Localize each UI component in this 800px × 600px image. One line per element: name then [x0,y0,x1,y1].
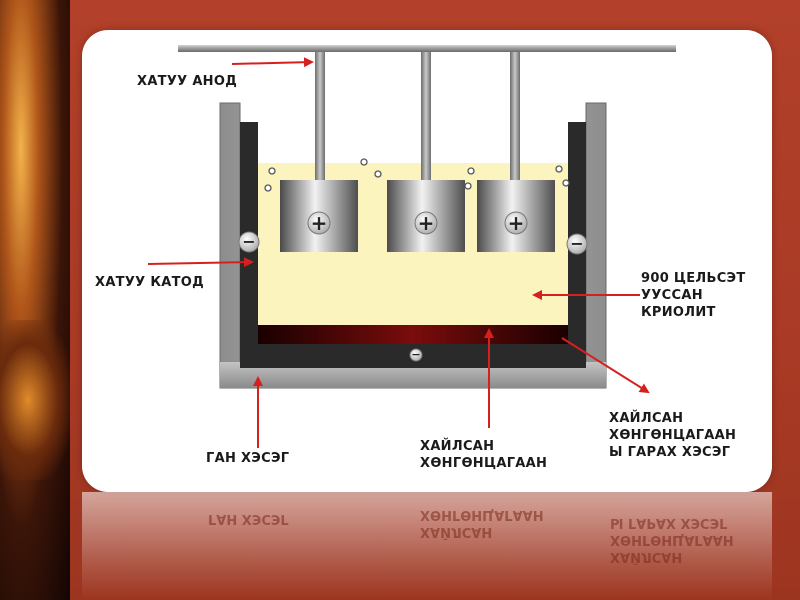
molten-aluminum-layer [258,325,568,344]
anode-bus-bar [178,45,676,52]
plus-sign-icon [504,211,528,235]
arrow-outlet [561,337,650,394]
anode-plus-1: + [310,211,328,235]
cathode-minus-right: − [570,234,584,253]
decorative-background-strip [0,0,70,600]
label-molten-aluminum: ХАЙЛСАН ХӨНГӨНЦАГААН [420,439,548,471]
card-reflection: ГАН ХЭСЭГ ХАЙЛСАН ХӨНГӨНЦАГААН ХАЙЛСАН Х… [82,492,772,600]
anode-rod-2 [421,52,431,180]
label-solid-cathode: ХАТУУ КАТОД [95,275,205,290]
anode-plus-3: + [507,211,525,235]
glow-decoration [0,320,70,480]
minus-sign-icon [409,348,423,362]
anode-rod-1 [315,52,325,180]
arrow-anode [231,57,314,68]
label-steel-part: ГАН ХЭСЭГ [206,451,290,466]
minus-sign-icon [238,231,260,253]
label-aluminum-outlet: ХАЙЛСАН ХӨНГӨНЦАГААН Ы ГАРАХ ХЭСЭГ [609,411,737,460]
bubble-icon [264,158,570,192]
plus-sign-icon [307,211,331,235]
label-molten-cryolite: 900 ЦЕЛЬСЭТ УУССАН КРИОЛИТ [641,271,746,320]
floor-minus: − [411,348,421,361]
cathode-minus-left: − [242,232,256,251]
plus-sign-icon [414,211,438,235]
arrow-icon [147,57,650,448]
anode-rod-3 [510,52,520,180]
label-solid-anode: ХАТУУ АНОД [137,74,238,89]
minus-sign-icon [566,233,588,255]
anode-plus-2: + [417,211,435,235]
arrow-cathode [147,257,254,268]
